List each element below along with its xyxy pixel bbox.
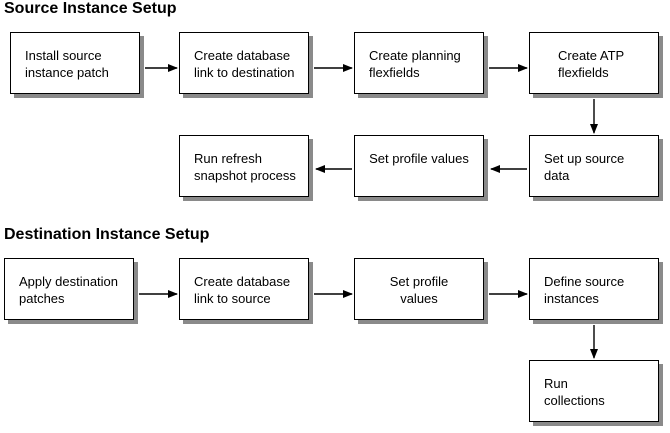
step-apply-destination-patches: Apply destination patches [4,258,134,320]
step-run-collections: Run collections [529,360,659,422]
destination-section-title: Destination Instance Setup [4,226,210,243]
step-set-profile-values-dest: Set profile values [354,258,484,320]
step-create-planning-flexfields: Create planning flexfields [354,32,484,94]
step-label: Create database link to source [194,274,291,306]
step-label: Run collections [544,376,605,408]
step-label: Set profile values [369,151,469,166]
step-label: Apply destination patches [19,274,119,306]
step-label: Create ATP flexfields [558,48,625,80]
step-install-source-instance-patch: Install source instance patch [10,32,140,94]
step-label: Create database link to destination [194,48,295,80]
step-define-source-instances: Define source instances [529,258,659,320]
step-label: Create planning flexfields [369,48,461,80]
step-create-db-link-to-destination: Create database link to destination [179,32,309,94]
step-set-up-source-data: Set up source data [529,135,659,197]
step-label: Set profile values [389,274,449,306]
source-section-title: Source Instance Setup [4,0,177,17]
step-create-atp-flexfields: Create ATP flexfields [529,32,659,94]
step-label: Install source instance patch [25,48,109,80]
step-set-profile-values: Set profile values [354,135,484,197]
step-label: Set up source data [544,151,625,183]
step-label: Define source instances [544,274,625,306]
step-label: Run refresh snapshot process [194,151,296,183]
step-run-refresh-snapshot-process: Run refresh snapshot process [179,135,309,197]
step-create-db-link-to-source: Create database link to source [179,258,309,320]
